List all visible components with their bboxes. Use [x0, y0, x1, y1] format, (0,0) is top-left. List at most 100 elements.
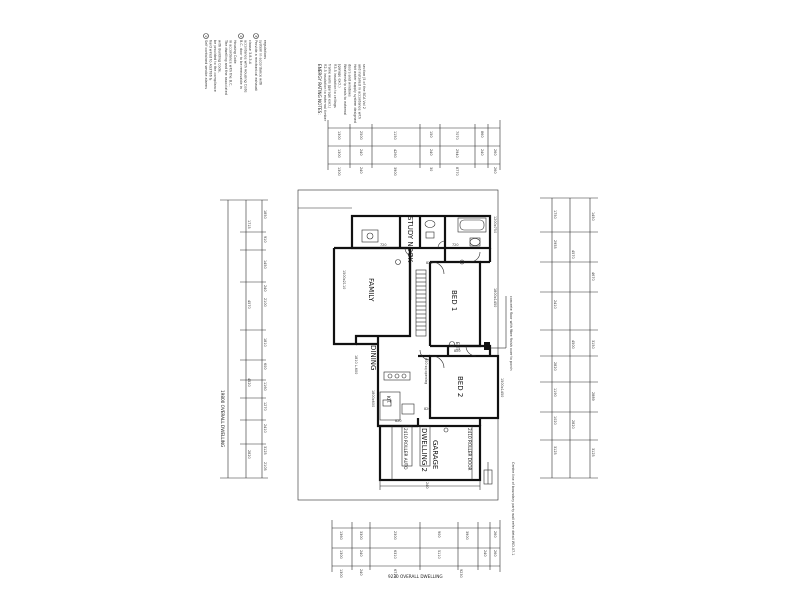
- boundary-annotation: Centre line of boundary party wall refer…: [511, 462, 515, 555]
- left-dim-1-12: 2105: [263, 462, 267, 471]
- energy-line-5: Weatherstrip seals to external: [343, 64, 347, 115]
- window-label-bath: 1200x750: [493, 216, 497, 233]
- dining-kitchen-wall: [376, 336, 418, 428]
- bottom-dim-3-3: 6710: [393, 569, 397, 578]
- room-labels: STUDY NOOK FAMILY DINING BED 1 BED 2 ENT…: [367, 216, 472, 472]
- bottom-dim-1-6: 260: [493, 531, 497, 537]
- energy-line-8: and installed in accordance with: [358, 64, 362, 119]
- right-dim-3-3: 3150: [591, 340, 595, 349]
- window-label-bed1: 1800x1450: [493, 288, 497, 307]
- door-width-bed2: 820: [424, 407, 430, 411]
- left-dim-labels: 19800 OVERALL DWELLING 1850 910 1450 240…: [220, 210, 267, 471]
- bottom-dim-3-4: 9230: [459, 569, 463, 578]
- right-dim-2-2: 4500: [571, 340, 575, 349]
- top-dim-1-3: 1150: [393, 131, 397, 140]
- bottom-dim-3-1: 1300: [339, 569, 343, 578]
- left-dim-2-4: 2820: [247, 450, 251, 459]
- legend-line-3: be provided to the compliance: [213, 40, 217, 92]
- legend-line-4: with Building Code.: [218, 40, 222, 73]
- room-label-kit: KIT.: [386, 396, 391, 403]
- bottom-dim-2-5: 240: [483, 550, 487, 556]
- bottom-dim-2-4: 5110: [437, 550, 441, 559]
- overall-dwelling-left: 19800 OVERALL DWELLING: [220, 390, 225, 447]
- left-dim-1-6: 1810: [263, 338, 267, 347]
- window-label-kitchen: 1800x600: [371, 390, 375, 407]
- wardrobe-hatch: [415, 269, 427, 337]
- room-label-study-nook: STUDY NOOK: [406, 216, 414, 263]
- top-dim-3-2: 240: [359, 167, 363, 173]
- bottom-dim-labels: 1360 3300 2300 900 3900 260 1300 240 631…: [339, 531, 497, 579]
- bottom-dim-1-1: 1360: [339, 531, 343, 540]
- top-dim-3-1: 1300: [337, 167, 341, 176]
- room-label-ent: ENT.: [455, 342, 460, 351]
- left-dimensions: [220, 199, 268, 479]
- smoke-alarm-icon: [395, 259, 401, 265]
- room-label-dwelling: DWELLING 2: [420, 428, 428, 472]
- left-dim-1-8: 1160: [263, 382, 267, 391]
- energy-line-2: frame walls (garage excl.): [328, 64, 332, 109]
- top-dim-1-2: 2500: [359, 131, 363, 140]
- bottom-dim-2-2: 240: [359, 550, 363, 556]
- legend-line-7: Housing Code: [233, 40, 237, 64]
- window-label-sliding: 600 sq opening: [424, 358, 428, 384]
- right-dim-3-1: 1450: [591, 212, 595, 221]
- legend-line-2: hard wired to AS3786 &: [209, 40, 213, 81]
- door-width-bath: 720: [452, 243, 458, 247]
- left-dim-1-9: 1270: [263, 402, 267, 411]
- legend-line-6: in accordance with the B.C.: [229, 40, 233, 87]
- room-label-dining: DINING: [369, 345, 377, 370]
- smoke-alarm-icon: [449, 341, 455, 347]
- left-dim-1-4: 240: [263, 285, 267, 291]
- smoke-alarm-icon: [443, 427, 449, 433]
- right-dim-3-2: 4670: [591, 272, 595, 281]
- energy-line-6: doors and windows: [348, 64, 352, 97]
- room-label-bed2: BED 2: [456, 376, 464, 397]
- top-dim-1-4: 150: [429, 131, 433, 137]
- smoke-alarm-icon: [459, 259, 465, 265]
- window-label-family: 1500x2110: [342, 270, 346, 289]
- legend-line-5: The dwelling and the associated: [224, 39, 228, 95]
- legend-line-8: B.C. door to be removable in: [239, 40, 243, 89]
- top-dim-2-6: 240: [480, 149, 484, 155]
- right-dim-1-5: 1190: [553, 388, 557, 397]
- top-dimensions: [327, 120, 501, 170]
- bottom-dim-2-1: 1300: [339, 550, 343, 559]
- right-dim-3-4: 2889: [591, 392, 595, 401]
- bottom-dim-2-3: 6310: [393, 550, 397, 559]
- window-label-bed2: 1500x1450: [500, 378, 504, 397]
- right-dim-2-1: 4570: [571, 250, 575, 259]
- legend-symbol-2: ②: [239, 35, 243, 38]
- kitchen-island: [383, 371, 411, 381]
- door-swings: [404, 240, 481, 369]
- room-label-family: FAMILY: [367, 278, 375, 302]
- left-dim-2-3: 4520: [247, 378, 251, 387]
- bottom-dim-1-3: 2300: [393, 531, 397, 540]
- right-dim-1-1: 1750: [553, 210, 557, 219]
- left-dim-1-3: 1450: [263, 260, 267, 269]
- top-dim-labels: 1300 2500 1150 150 7070 860 1300 240 426…: [337, 131, 497, 176]
- left-dim-2-1: 1715: [247, 220, 251, 229]
- legend-symbol-1: ①: [204, 35, 208, 38]
- right-dim-1-6: 1020: [553, 416, 557, 425]
- legend-symbol-3: ③: [254, 35, 258, 38]
- energy-notes-title: ENERGY RATING NOTES:: [317, 64, 322, 115]
- top-dim-3-6: 260: [493, 167, 497, 173]
- laundry-tub: [361, 229, 379, 243]
- top-dim-3-3: 3900: [393, 167, 397, 176]
- top-dim-3-5: 8770: [455, 167, 459, 176]
- bottom-dim-1-4: 900: [437, 531, 441, 537]
- annotations: concrete floor with fibre finish over to…: [425, 296, 515, 555]
- energy-line-4: (garage excl.): [338, 64, 342, 88]
- legend-line-12: system in accordance with: [258, 40, 262, 85]
- left-dim-1-1: 1850: [263, 210, 267, 219]
- bathtub: [457, 217, 487, 233]
- door-width-kit: 820: [395, 419, 401, 423]
- bottom-dim-1-2: 3300: [359, 531, 363, 540]
- top-dim-2-1: 1300: [337, 149, 341, 158]
- legend-line-9: accordance with Housing Code: [243, 40, 247, 92]
- energy-line-3: R3.5 insulation to ceilings: [333, 64, 337, 108]
- top-dim-3-4: 30: [429, 167, 433, 171]
- right-dim-1-4: 2820: [553, 362, 557, 371]
- energy-line-7: Hot water supply system designed: [353, 64, 357, 123]
